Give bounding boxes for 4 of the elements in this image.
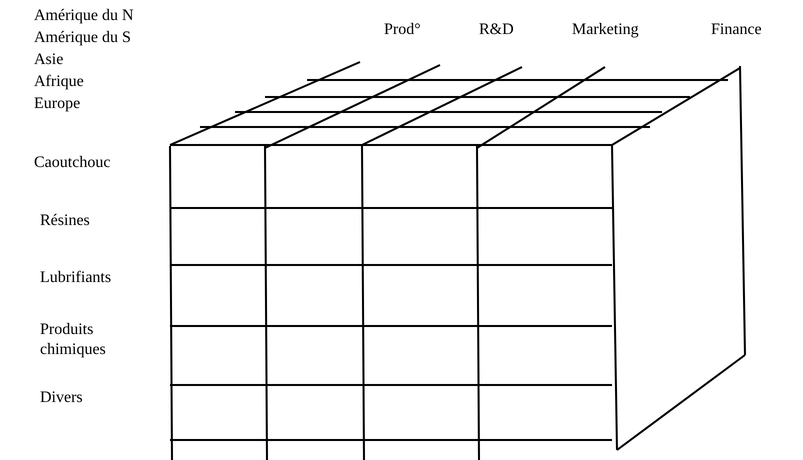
axis-label: Marketing xyxy=(572,20,639,40)
axis-label: Amérique du S xyxy=(34,28,131,48)
axis-label: Amérique du N xyxy=(34,6,134,26)
axis-label: Afrique xyxy=(34,72,84,92)
